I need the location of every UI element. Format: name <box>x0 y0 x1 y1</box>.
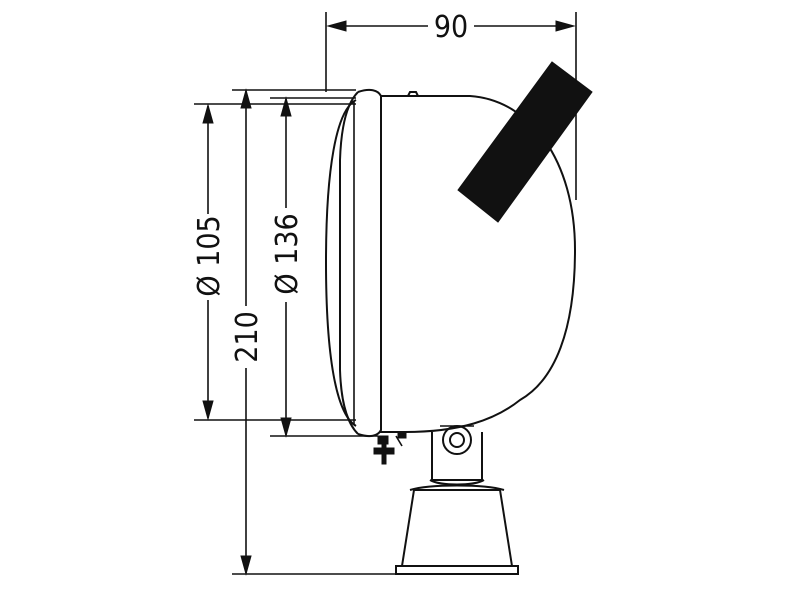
inner-diameter-arrow-top <box>202 103 214 124</box>
pivot-bolt-inner <box>449 432 465 448</box>
height-dimensions: Ø 105 210 Ø 136 <box>192 88 396 576</box>
screw-clip <box>397 431 407 439</box>
depth-dimension: 90 <box>325 10 577 200</box>
height-arrow-top <box>240 88 252 109</box>
outer-diameter-label: Ø 136 <box>270 213 305 294</box>
screw-bracket <box>395 435 403 447</box>
bezel-rim-outer <box>357 88 382 438</box>
bracket-arm <box>431 432 483 481</box>
inner-diameter-label: Ø 105 <box>192 215 227 296</box>
base-body <box>400 489 514 567</box>
depth-arrow-left <box>326 20 347 32</box>
inner-diameter-arrow-bottom <box>202 400 214 421</box>
pivot-bolt-outer <box>442 425 472 455</box>
depth-label: 90 <box>434 10 468 45</box>
mounting-strap <box>457 61 593 223</box>
depth-arrow-right <box>555 20 576 32</box>
outer-diameter-arrow-bottom <box>280 417 292 438</box>
base-foot <box>395 565 519 575</box>
mounting-bracket <box>429 425 485 486</box>
screw-head <box>377 435 389 445</box>
height-arrow-bottom <box>240 555 252 576</box>
front-lens <box>324 99 357 427</box>
top-clip <box>407 91 419 97</box>
bezel-rim-inner <box>339 91 359 435</box>
outer-diameter-arrow-top <box>280 96 292 117</box>
base-top <box>409 484 505 491</box>
screw-nut <box>373 447 395 455</box>
height-label: 210 <box>230 311 265 363</box>
rubber-base <box>395 484 519 575</box>
adjustment-screw <box>373 431 407 465</box>
